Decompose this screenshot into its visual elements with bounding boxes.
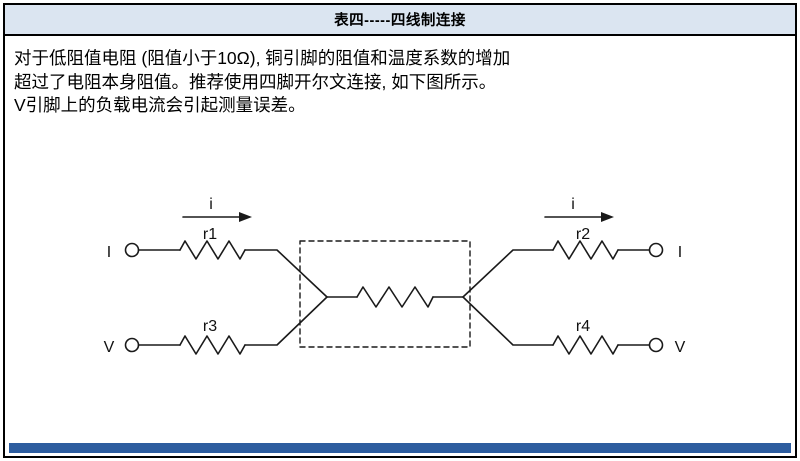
resistor-r3-zigzag (179, 335, 246, 355)
current-label-right: i (571, 196, 575, 213)
footer-accent-bar (9, 443, 791, 453)
terminal-circle-right-voltage (648, 337, 664, 353)
left-current-branch: I r1 (107, 226, 328, 298)
outer-frame: 表四-----四线制连接 对于低阻值电阻 (阻值小于10Ω), 铜引脚的阻值和温… (3, 3, 797, 458)
current-arrow-right: i (544, 196, 614, 222)
terminal-label-left-voltage: V (104, 339, 115, 356)
description-line-2: 超过了电阻本身阻值。推荐使用四脚开尔文连接, 如下图所示。 (14, 71, 497, 92)
dut-dashed-box (299, 240, 471, 348)
right-voltage-branch: V r4 (462, 296, 686, 356)
description-line-3: V引脚上的负载电流会引起测量误差。 (14, 95, 306, 115)
left-voltage-branch: V r3 (104, 296, 328, 356)
resistor-label-r3: r3 (203, 318, 217, 335)
resistor-r1-zigzag (179, 240, 246, 260)
resistor-label-r2: r2 (576, 226, 590, 243)
arrowhead-left (239, 212, 252, 222)
arrowhead-right (601, 212, 614, 222)
right-current-branch: I r2 (462, 226, 682, 298)
resistor-r4-zigzag (552, 335, 619, 355)
kelvin-connection-diagram: I r1 V r3 I (104, 196, 686, 356)
terminal-label-right-voltage: V (675, 339, 686, 356)
current-label-left: i (209, 196, 213, 213)
table-title: 表四-----四线制连接 (334, 13, 466, 29)
center-resistor-zigzag (356, 286, 434, 308)
terminal-circle-left-current (124, 242, 140, 258)
terminal-label-right-current: I (678, 244, 682, 261)
resistor-r2-zigzag (552, 240, 619, 260)
current-arrow-left: i (182, 196, 252, 222)
terminal-circle-right-current (648, 242, 664, 258)
terminal-label-left-current: I (107, 244, 111, 261)
description-text: 对于低阻值电阻 (阻值小于10Ω), 铜引脚的阻值和温度系数的增加 超过了电阻本… (14, 47, 786, 118)
table-header: 表四-----四线制连接 (5, 5, 795, 36)
resistor-label-r4: r4 (576, 318, 590, 335)
description-line-1: 对于低阻值电阻 (阻值小于10Ω), 铜引脚的阻值和温度系数的增加 (14, 48, 511, 68)
resistor-label-r1: r1 (203, 226, 217, 243)
center-resistor (326, 286, 464, 308)
terminal-circle-left-voltage (124, 337, 140, 353)
